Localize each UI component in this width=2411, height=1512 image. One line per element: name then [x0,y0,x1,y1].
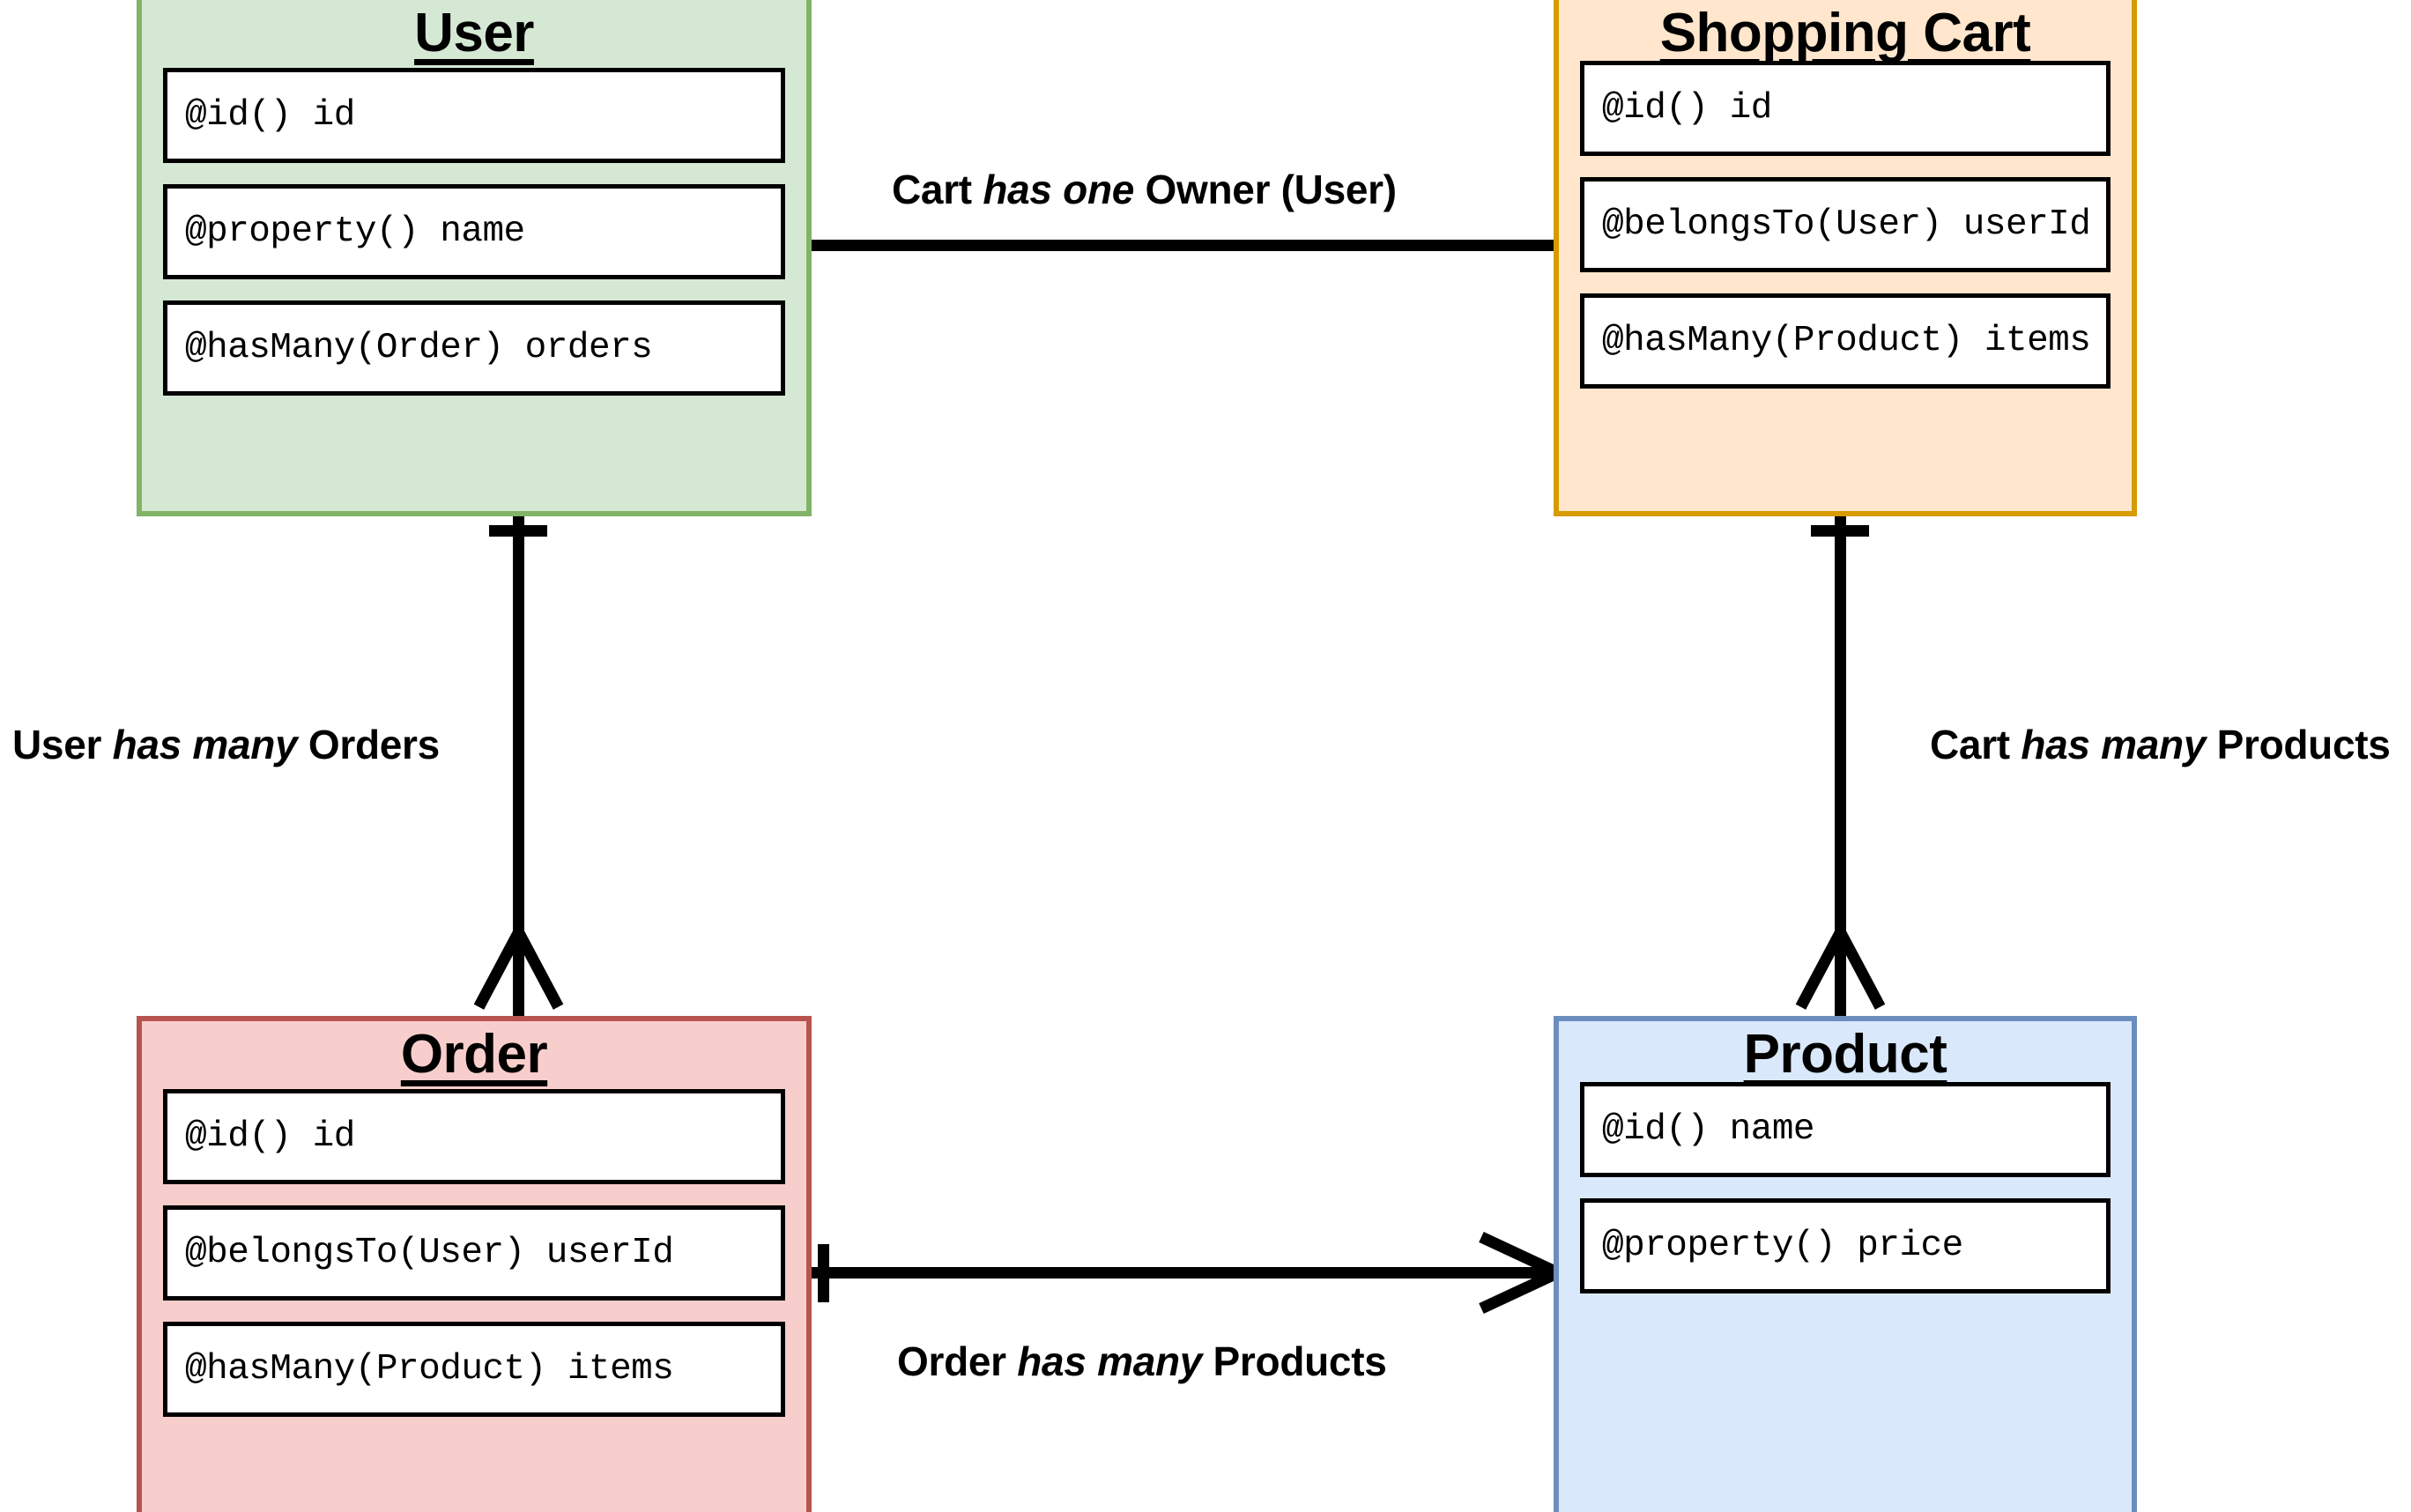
edge-label-verb: has one [983,167,1135,212]
entity-shopping-cart-title: Shopping Cart [1659,3,2031,63]
connector-user-shoppingcart[interactable] [806,240,1560,251]
edge-label-prefix: Cart [1930,722,2022,767]
edge-label-verb: has many [112,722,298,767]
connector-cart-product-stub [1835,932,1846,1019]
attribute-row[interactable]: @id() id [163,1089,785,1185]
attribute-row[interactable]: @hasMany(Order) orders [163,300,785,397]
entity-user-title: User [414,3,534,63]
edge-label-cart-has-one-owner: Cart has one Owner (User) [892,166,1397,213]
edge-label-verb: has many [2021,722,2207,767]
edge-label-prefix: User [12,722,113,767]
edge-label-prefix: Order [897,1338,1018,1384]
edge-label-cart-has-many-products: Cart has many Products [1930,721,2391,768]
edge-label-suffix: Orders [297,722,440,767]
edge-label-suffix: Products [1202,1338,1387,1384]
entity-product-attributes: @id() name @property() price [1559,1082,2132,1294]
attribute-row[interactable]: @hasMany(Product) items [1580,293,2111,389]
entity-user-attributes: @id() id @property() name @hasMany(Order… [142,61,806,397]
edge-label-order-has-many-products: Order has many Products [897,1338,1387,1385]
entity-user[interactable]: User @id() id @property() name @hasMany(… [137,0,812,516]
edge-label-prefix: Cart [892,167,983,212]
entity-product-title: Product [1743,1024,1947,1085]
connector-cart-product[interactable] [1835,511,1846,987]
attribute-row[interactable]: @id() name [1580,1082,2111,1178]
entity-order-title: Order [400,1024,548,1085]
connector-user-order[interactable] [513,511,524,987]
entity-product[interactable]: Product @id() name @property() price [1554,1016,2137,1512]
attribute-row[interactable]: @id() id [1580,61,2111,157]
attribute-row[interactable]: @property() name [163,184,785,280]
entity-order-attributes: @id() id @belongsTo(User) userId @hasMan… [142,1082,806,1418]
edge-label-suffix: Products [2206,722,2391,767]
cardinality-one-user-order [489,525,547,537]
attribute-row[interactable]: @id() id [163,68,785,164]
cardinality-one-cart-product [1811,525,1869,537]
attribute-row[interactable]: @hasMany(Product) items [163,1322,785,1418]
entity-shopping-cart[interactable]: Shopping Cart @id() id @belongsTo(User) … [1554,0,2137,516]
attribute-row[interactable]: @belongsTo(User) userId [163,1205,785,1301]
edge-label-verb: has many [1017,1338,1203,1384]
connector-user-order-stub [513,932,524,1019]
entity-shopping-cart-attributes: @id() id @belongsTo(User) userId @hasMan… [1559,61,2132,389]
entity-order[interactable]: Order @id() id @belongsTo(User) userId @… [137,1016,812,1512]
edge-label-user-has-many-orders: User has many Orders [12,721,440,768]
connector-order-product[interactable] [806,1267,1560,1279]
cardinality-one-order-product [818,1244,829,1302]
attribute-row[interactable]: @property() price [1580,1198,2111,1294]
attribute-row[interactable]: @belongsTo(User) userId [1580,177,2111,273]
edge-label-suffix: Owner (User) [1134,167,1398,212]
